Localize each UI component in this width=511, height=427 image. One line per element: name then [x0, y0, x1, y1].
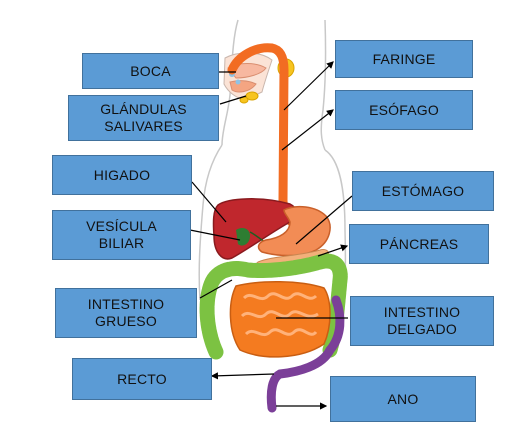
label-intestino-delgado-line2: DELGADO — [387, 321, 457, 337]
label-ano: ANO — [330, 376, 476, 422]
label-recto: RECTO — [72, 358, 212, 400]
label-glandulas-line1: GLÁNDULAS — [100, 101, 187, 117]
leader-esofago — [281, 109, 334, 151]
label-intestino-delgado: INTESTINO DELGADO — [350, 296, 494, 346]
label-glandulas-salivares: GLÁNDULAS SALIVARES — [68, 95, 219, 141]
label-boca-text: BOCA — [130, 62, 171, 79]
label-estomago: ESTÓMAGO — [352, 171, 494, 211]
label-recto-text: RECTO — [117, 370, 167, 387]
large-intestine-shape — [199, 253, 348, 360]
label-esofago-text: ESÓFAGO — [369, 101, 439, 118]
sigmoid-shape — [325, 295, 345, 355]
label-esofago: ESÓFAGO — [335, 90, 473, 130]
label-estomago-text: ESTÓMAGO — [381, 182, 465, 199]
leader-glandulas — [219, 95, 247, 105]
label-intestino-grueso-line2: GRUESO — [95, 313, 157, 329]
label-boca: BOCA — [82, 53, 219, 89]
leader-intestino-grueso — [199, 279, 233, 299]
leader-faringe — [283, 61, 334, 111]
gallbladder-shape — [236, 228, 250, 246]
leader-pancreas — [317, 244, 349, 257]
label-higado-text: HIGADO — [93, 166, 151, 183]
stomach-shape — [257, 205, 331, 257]
leader-vesicula — [189, 229, 241, 241]
label-pancreas-text: PÁNCREAS — [379, 235, 459, 252]
label-faringe: FARINGE — [335, 40, 473, 78]
label-vesicula-biliar: VESÍCULA BILIAR — [52, 210, 191, 260]
small-intestine-shape — [229, 281, 331, 358]
label-vesicula-line2: BILIAR — [98, 235, 145, 251]
label-vesicula-line1: VESÍCULA — [86, 218, 157, 234]
leader-estomago — [295, 195, 353, 245]
label-higado: HIGADO — [52, 155, 192, 195]
label-pancreas: PÁNCREAS — [349, 224, 489, 264]
label-ano-text: ANO — [387, 390, 419, 407]
leader-recto — [210, 372, 275, 380]
rectum-shape — [266, 345, 335, 413]
label-intestino-delgado-line1: INTESTINO — [383, 304, 461, 320]
label-intestino-grueso: INTESTINO GRUESO — [55, 288, 197, 338]
label-intestino-grueso-line1: INTESTINO — [87, 296, 165, 312]
leader-lines — [189, 61, 353, 410]
label-faringe-text: FARINGE — [372, 50, 436, 67]
leader-higado — [191, 181, 227, 223]
label-glandulas-line2: SALIVARES — [104, 118, 183, 134]
